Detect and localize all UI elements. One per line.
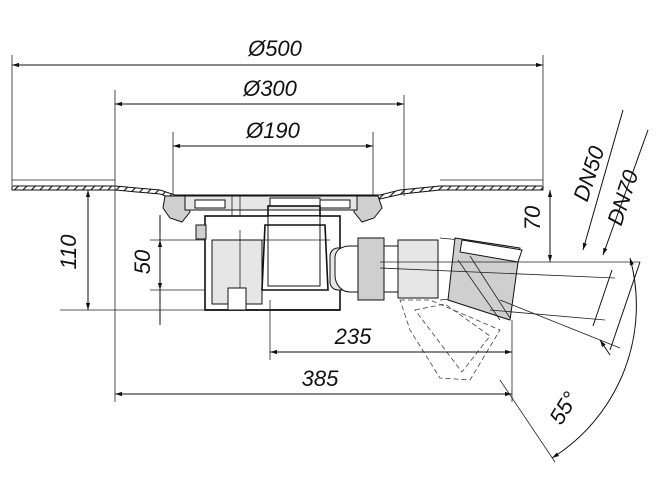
- outlet-pipe: [329, 237, 523, 381]
- drain-body: [162, 195, 383, 311]
- label-h70: 70: [520, 205, 545, 230]
- dimension-lines: [12, 62, 649, 463]
- reference-lines: [11, 55, 640, 402]
- label-d300: Ø300: [242, 76, 298, 101]
- label-l385: 385: [302, 366, 339, 391]
- label-h50: 50: [130, 249, 155, 274]
- dim-line-dn70: [609, 261, 641, 351]
- label-angle: 55°: [544, 387, 583, 429]
- flange-membrane: [11, 179, 544, 200]
- label-dn50: DN50: [568, 142, 609, 204]
- dimension-labels: Ø500 Ø300 Ø190 110 50 70 235 385 DN50 DN…: [56, 36, 644, 429]
- label-l235: 235: [334, 324, 372, 349]
- dim-arc-angle: [551, 257, 637, 459]
- label-h110: 110: [56, 234, 81, 270]
- label-dn70: DN70: [602, 166, 643, 228]
- label-d500: Ø500: [247, 36, 303, 61]
- label-d190: Ø190: [245, 118, 301, 143]
